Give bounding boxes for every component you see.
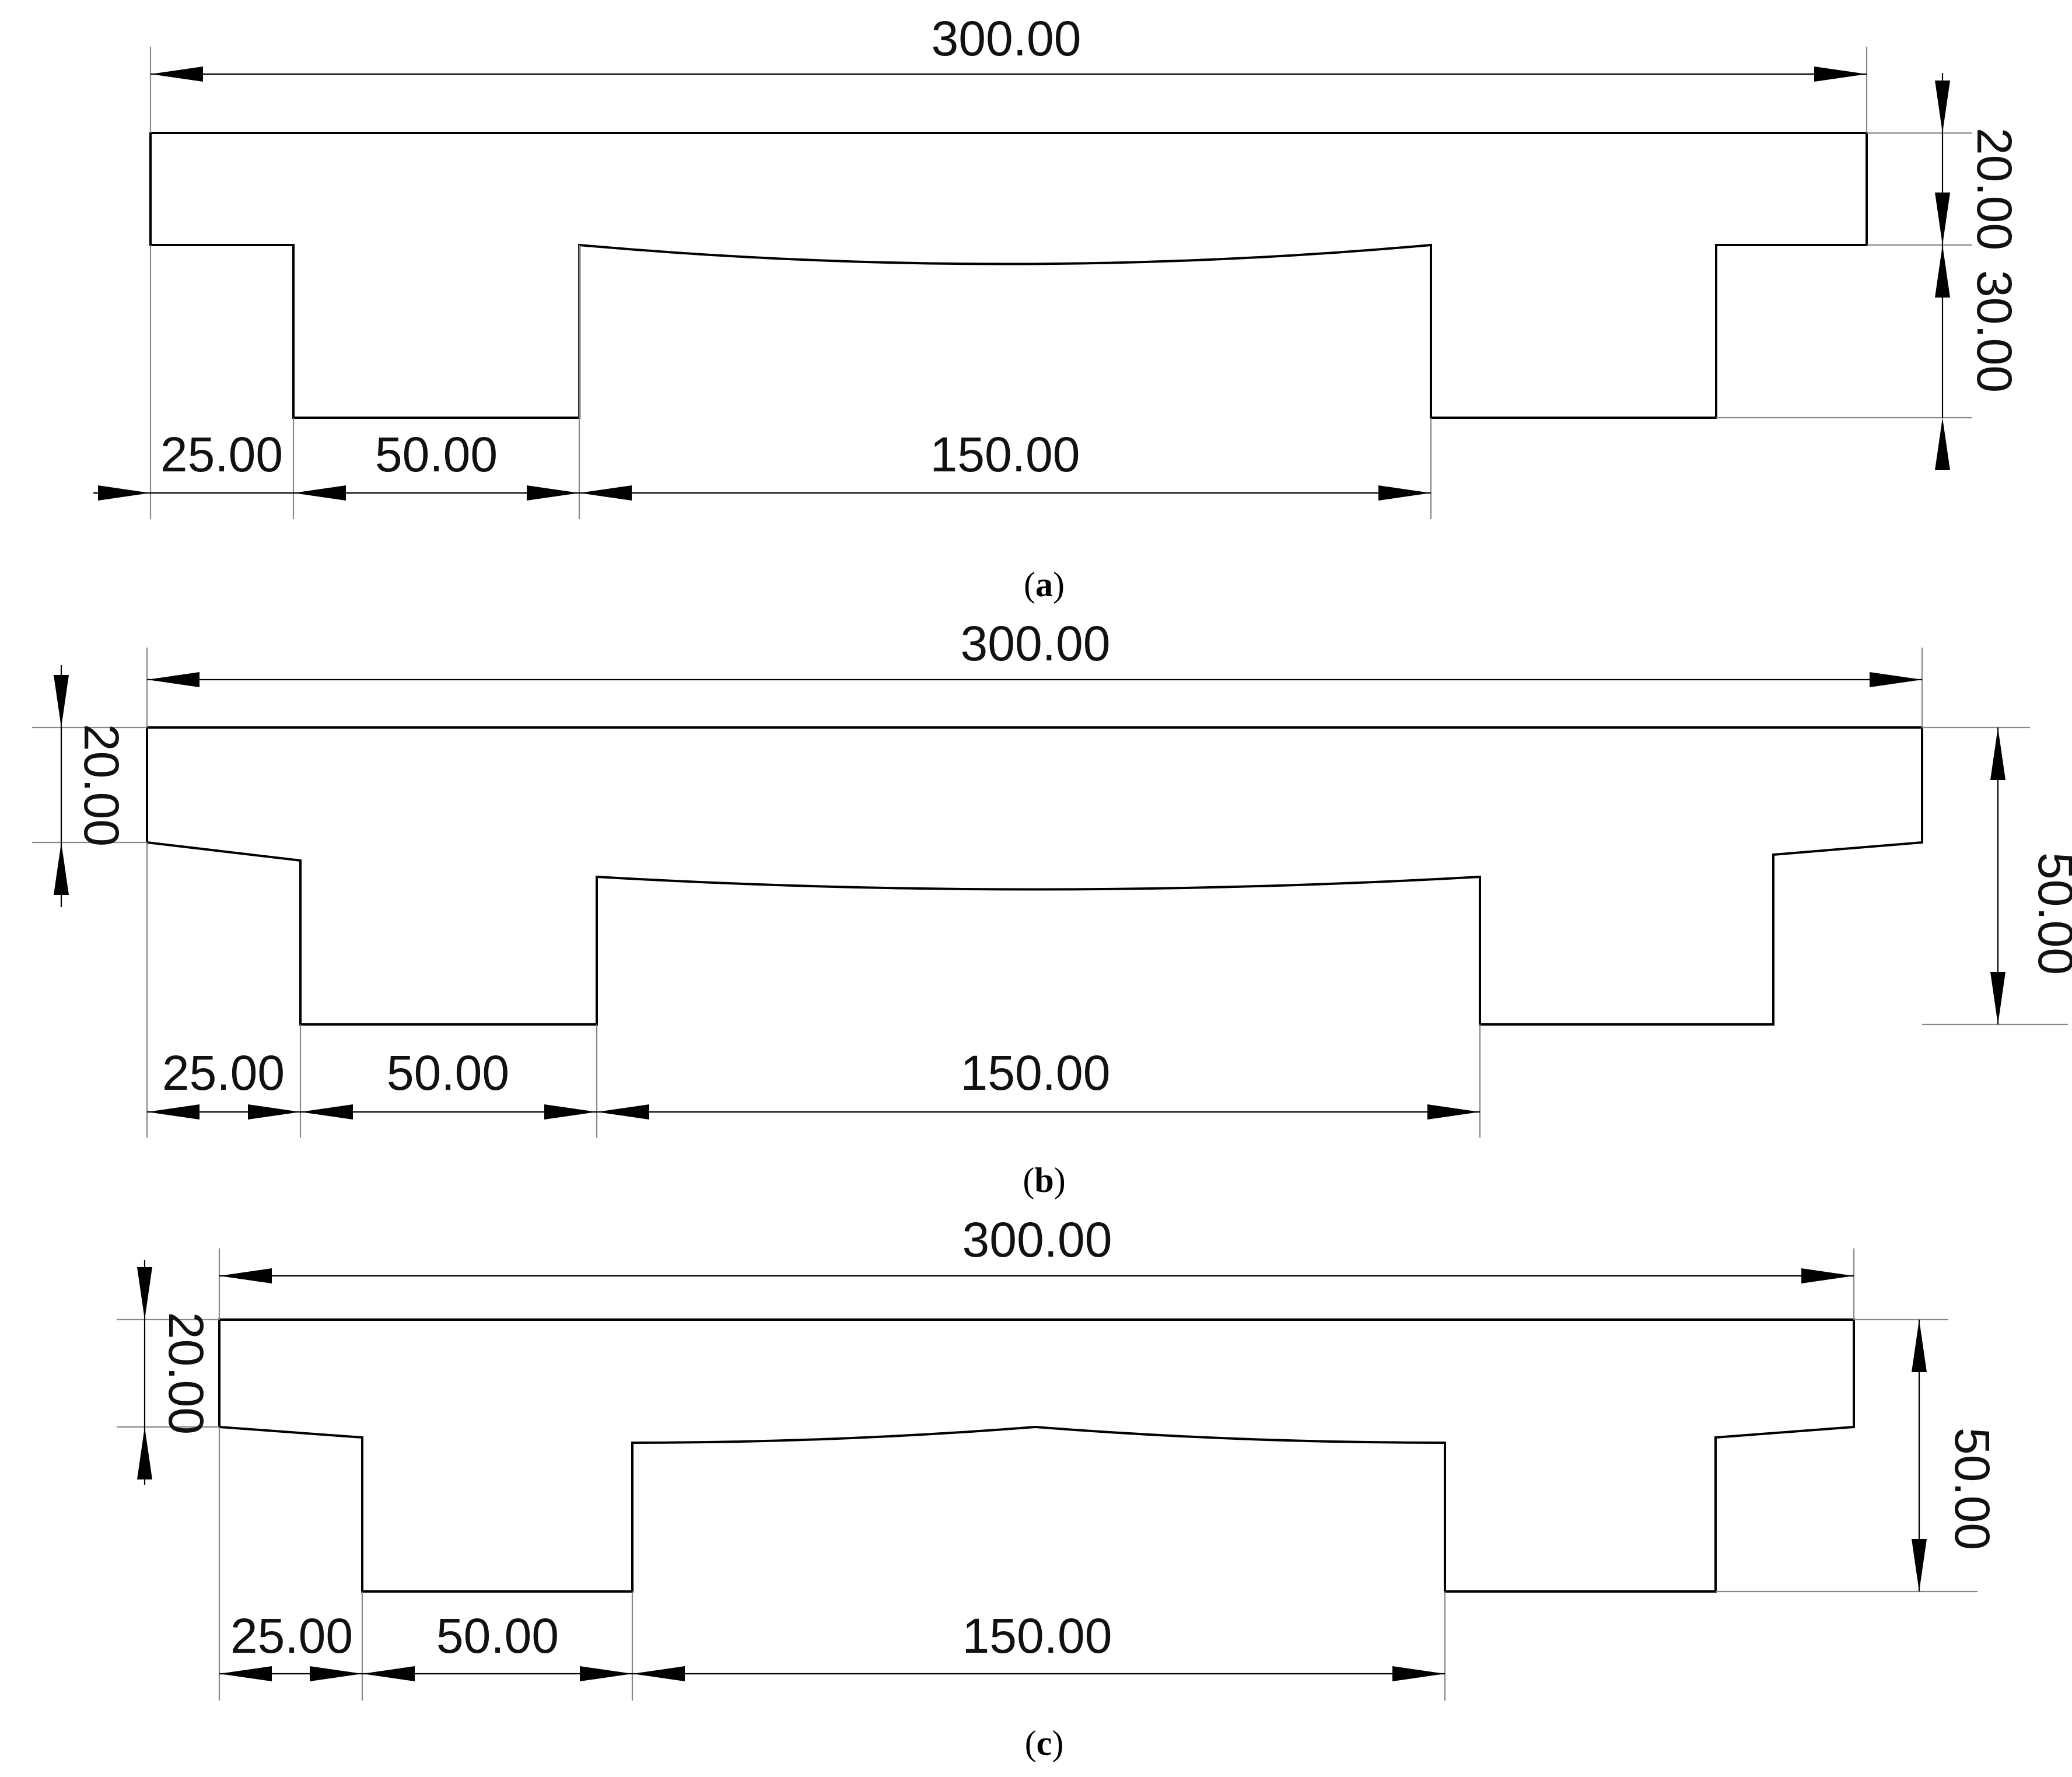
dim-label-flange-b: 20.00 [74,724,129,846]
dim-top-c: 300.00 [218,1212,1855,1320]
figure-a: 300.00 20.00 30.00 25.00 [93,11,2022,604]
dim-right-b: 50.00 [1922,726,2072,1026]
caption-letter-c: c [1037,1724,1052,1762]
dim-right-c: 50.00 [1716,1318,2000,1593]
figure-b: 300.00 20.00 50.00 [32,616,2072,1199]
dim-label-top-c: 300.00 [963,1212,1112,1267]
dim-label-offset-a: 25.00 [160,427,283,482]
dim-label-top-b: 300.00 [961,616,1111,671]
dim-label-leg-c: 50.00 [436,1608,559,1663]
dim-label-flange-a: 20.00 [1967,128,2022,250]
dim-top-b: 300.00 [146,616,1923,727]
dim-label-center-b: 150.00 [961,1045,1111,1100]
section-outline-a [149,132,1868,419]
section-outline-c [218,1318,1855,1593]
caption-b: (b) [1023,1161,1065,1199]
dim-label-offset-c: 25.00 [230,1608,353,1663]
dim-bottom-b: 25.00 50.00 150.00 [146,842,1481,1138]
dim-label-center-a: 150.00 [930,427,1080,482]
caption-a: (a) [1024,565,1065,604]
dim-label-flange-c: 20.00 [159,1312,214,1435]
dim-label-center-c: 150.00 [963,1608,1112,1663]
dim-label-total-b: 50.00 [2028,852,2072,975]
dim-bottom-a: 25.00 50.00 150.00 [93,245,1432,519]
dim-left-c: 20.00 [117,1260,219,1485]
dim-label-top-a: 300.00 [932,11,1082,66]
dim-left-b: 20.00 [32,665,147,907]
dim-label-offset-b: 25.00 [162,1045,285,1100]
dim-label-web-a: 30.00 [1967,270,2022,393]
section-outline-b [146,726,1923,1026]
caption-letter-a: a [1035,565,1053,604]
dim-right-a: 20.00 30.00 [1716,73,2022,470]
dim-top-a: 300.00 [149,11,1868,133]
caption-letter-b: b [1034,1161,1054,1199]
dim-label-leg-a: 50.00 [375,427,498,482]
dim-label-total-c: 50.00 [1945,1428,2000,1550]
figure-c: 300.00 20.00 50.00 [117,1212,2000,1762]
dim-bottom-c: 25.00 50.00 150.00 [218,1427,1446,1701]
caption-c: (c) [1025,1724,1064,1762]
dim-label-leg-b: 50.00 [387,1045,509,1100]
